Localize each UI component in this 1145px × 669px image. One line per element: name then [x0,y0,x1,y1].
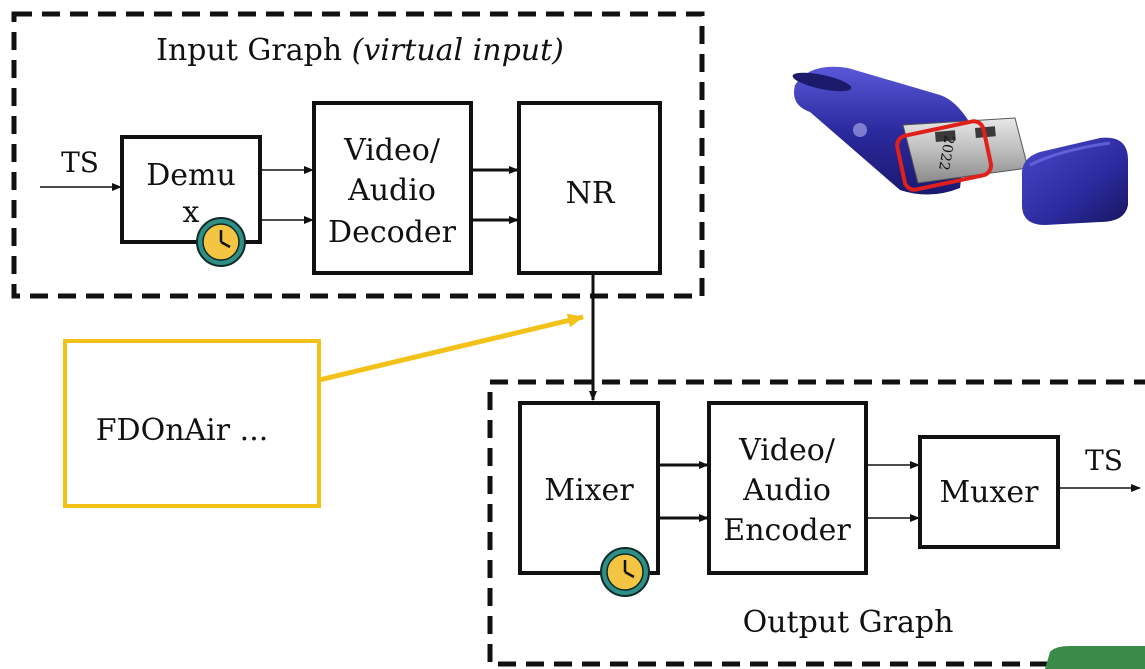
muxer-block: Muxer [918,435,1060,549]
usb-dongle-image: 2022 [792,66,1128,225]
clock-icon [600,547,650,597]
demux-label-line1: Demu [146,158,236,193]
nr-label: NR [566,176,616,211]
demux-label-line2: x [183,195,200,230]
encoder-label-line3: Encoder [723,513,851,548]
corner-fragment [1045,646,1145,669]
mixer-label: Mixer [544,473,634,508]
output-graph-title: Output Graph [743,605,954,640]
usb-year-label: 2022 [935,134,957,172]
usb-highlight-box [895,119,993,192]
demux-block: Demu x [120,135,262,244]
fdonair-callout: FDOnAir ... [63,313,584,508]
encoder-label-line2: Audio [742,473,831,508]
decoder-label-line3: Decoder [328,215,457,250]
input-graph-boundary [11,11,705,299]
fdonair-label: FDOnAir ... [96,413,269,448]
mixer-block: Mixer [518,401,660,575]
input-graph: Input Graph (virtual input) TS Demu x Vi… [11,11,705,299]
output-ts-label: TS [1085,444,1123,477]
decoder-label-line1: Video/ [343,133,441,168]
output-graph: Mixer Video/ Audio Encoder Muxer TS [487,379,1145,667]
input-ts-label: TS [61,146,99,179]
fdonair-box [63,339,321,508]
muxer-label: Muxer [939,475,1039,510]
nr-block: NR [517,101,662,275]
encoder-block: Video/ Audio Encoder [707,401,868,575]
decoder-block: Video/ Audio Decoder [312,101,473,275]
fdonair-pointer-arrow [318,313,584,383]
decoder-label-line2: Audio [347,173,436,208]
encoder-label-line1: Video/ [738,433,836,468]
clock-icon [196,217,246,267]
input-graph-title: Input Graph (virtual input) [156,33,564,68]
